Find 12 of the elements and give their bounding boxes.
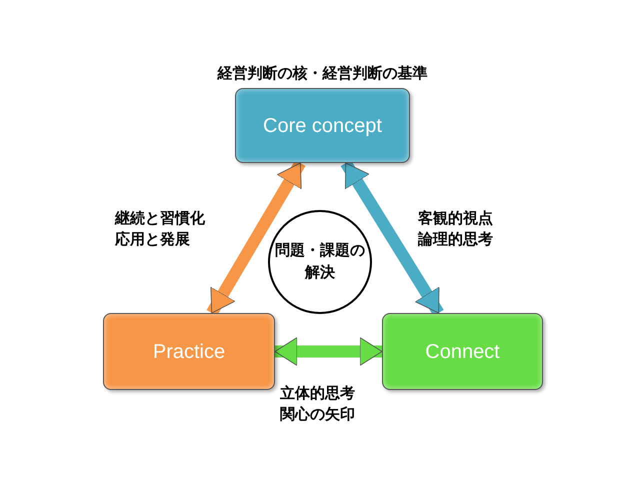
node-label: Connect <box>425 340 500 364</box>
edge-label: 客観的視点論理的思考 <box>418 209 494 250</box>
double-arrow <box>274 337 382 366</box>
edge-label: 立体的思考関心の矢印 <box>280 384 356 425</box>
node-label: Practice <box>152 340 226 364</box>
process-box <box>382 313 543 390</box>
heading-text: 経営判断の核・経営判断の基準 <box>216 64 428 84</box>
node-label: 問題・課題の解決 <box>274 241 366 283</box>
process-box <box>103 313 275 390</box>
edge-label: 継続と習慣化応用と発展 <box>115 209 206 250</box>
process-box <box>235 88 410 163</box>
node-label: Core concept <box>263 114 382 138</box>
